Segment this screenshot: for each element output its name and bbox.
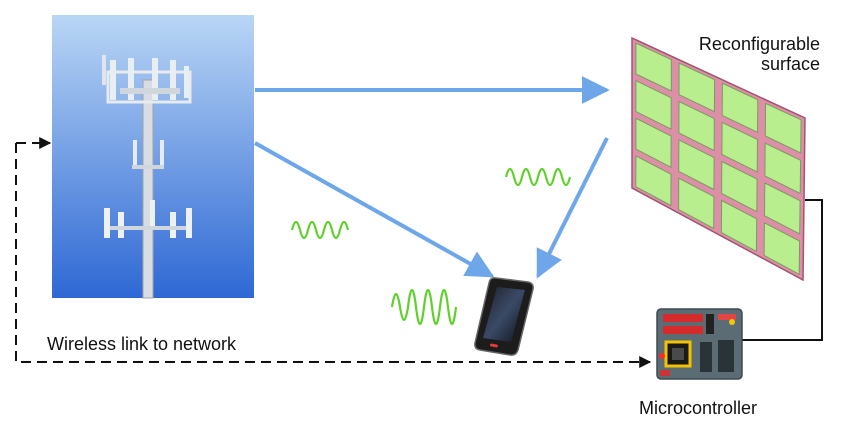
- smartphone-icon: [474, 277, 534, 356]
- wave-small-left: [290, 220, 350, 240]
- surface-cell: [678, 62, 716, 113]
- wireless-link-label: Wireless link to network: [47, 334, 237, 354]
- cell-tower-icon: [52, 15, 254, 299]
- surface-cell: [635, 79, 672, 130]
- surface-cell: [678, 139, 715, 191]
- microcontroller-label: Microcontroller: [639, 398, 758, 418]
- surface-cell: [763, 182, 801, 235]
- surface-cell: [763, 221, 801, 276]
- surface-cell: [721, 121, 759, 173]
- surface-label: Reconfigurable surface: [640, 34, 820, 74]
- surface-cell: [635, 117, 672, 169]
- reconfigurable-surface: [631, 36, 806, 282]
- wave-small-right: [504, 167, 572, 187]
- surface-cell: [678, 100, 715, 152]
- surface-cell: [721, 160, 758, 213]
- surface-cell: [720, 199, 758, 253]
- surface-cell: [764, 102, 802, 154]
- microcontroller-board-icon: [656, 308, 743, 380]
- surface-cell: [721, 82, 759, 134]
- surface-cell: [764, 142, 802, 195]
- surface-cell: [678, 177, 715, 230]
- wireless-link-dashed: [15, 143, 652, 368]
- wire-surface-to-controller: [742, 199, 823, 341]
- surface-cell: [635, 155, 672, 207]
- surface-label-line2: surface: [760, 54, 820, 74]
- surface-label-line1: Reconfigurable: [698, 34, 820, 54]
- surface-cell: [635, 42, 672, 92]
- wave-large: [390, 288, 458, 326]
- beam-tower-to-phone: [254, 141, 495, 278]
- beam-surface-to-phone: [536, 137, 609, 279]
